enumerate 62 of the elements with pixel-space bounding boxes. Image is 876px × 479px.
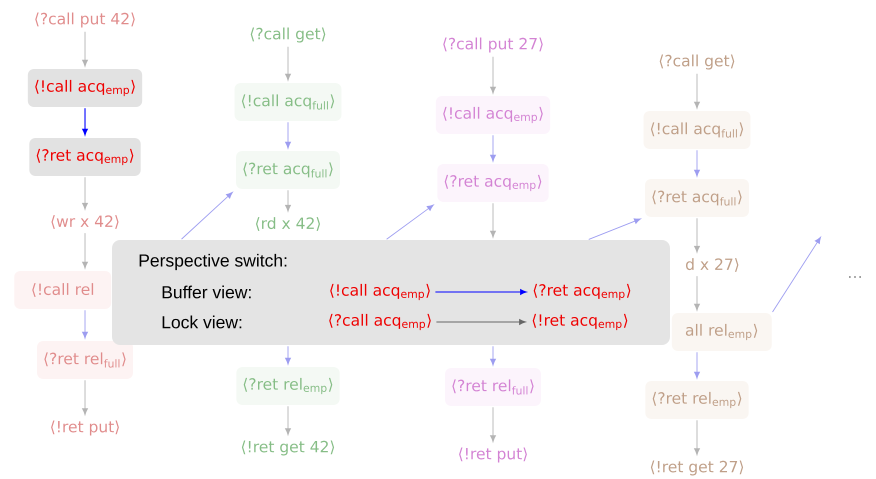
arrow	[82, 108, 88, 136]
event-box: ⟨!call acq$_{full}$⟩	[644, 111, 750, 149]
event-box: ⟨!call acq$_{emp}$⟩	[28, 69, 142, 107]
event-label: ⟨?call get⟩	[660, 54, 734, 70]
event-label: ⟨wr x 42⟩	[51, 215, 119, 229]
event-box: ⟨?ret acq$_{emp}$⟩	[437, 164, 549, 202]
event-box: ⟨?ret rel$_{emp}$⟩	[645, 381, 749, 419]
row-label: Lock view:	[162, 316, 242, 328]
arrow	[82, 176, 88, 210]
ellipsis-label: …	[849, 276, 861, 278]
event-label: ⟨!ret put⟩	[459, 448, 527, 462]
event-label: ⟨!ret acq$_{emp}$⟩	[532, 314, 628, 330]
arrow	[181, 192, 233, 240]
arrow	[694, 352, 700, 379]
arrow	[435, 289, 527, 295]
arrow	[490, 202, 496, 238]
arrow	[490, 134, 496, 162]
event-label: d x 27⟩	[686, 258, 738, 272]
event-label: ⟨!call acq$_{emp}$⟩	[330, 284, 430, 300]
event-label: ⟨?call get⟩	[250, 28, 326, 42]
event-box: all rel$_{emp}$⟩	[672, 313, 772, 351]
event-box: ⟨?ret acq$_{full}$⟩	[645, 179, 749, 217]
row-label: Buffer view:	[162, 286, 251, 298]
arrow	[82, 31, 88, 67]
arrow	[285, 190, 291, 212]
event-box: ⟨?ret rel$_{emp}$⟩	[236, 367, 340, 405]
arrow	[772, 236, 821, 312]
arrow	[694, 73, 700, 109]
event-box: ⟨?ret acq$_{full}$⟩	[236, 151, 340, 189]
arrow	[490, 346, 496, 366]
event-box: ⟨!call acq$_{full}$⟩	[234, 83, 342, 121]
event-label: ⟨?call put 42⟩	[35, 12, 135, 28]
event-label: ⟨!ret put⟩	[51, 420, 119, 436]
event-label: ⟨?call acq$_{emp}$⟩	[329, 314, 431, 330]
arrow	[82, 232, 88, 269]
event-box: ⟨?ret acq$_{emp}$⟩	[29, 138, 141, 176]
arrow	[694, 420, 700, 456]
arrow	[386, 204, 434, 240]
arrow	[285, 406, 291, 436]
event-label: ⟨rd x 42⟩	[256, 217, 320, 231]
arrow	[588, 218, 641, 240]
arrow	[285, 346, 291, 365]
arrow	[82, 380, 88, 416]
arrow	[82, 310, 88, 339]
event-label: ⟨!ret get 27⟩	[650, 460, 744, 476]
arrow	[285, 122, 291, 149]
arrow	[285, 46, 291, 81]
event-box: ⟨?ret rel$_{full}$⟩	[445, 368, 541, 406]
arrow	[490, 56, 496, 94]
panel-heading: Perspective switch:	[140, 254, 286, 270]
event-box: ⟨!call acq$_{emp}$⟩	[436, 96, 550, 134]
arrow	[490, 406, 496, 442]
event-label: ⟨!ret get 42⟩	[242, 440, 334, 456]
event-label: ⟨?ret acq$_{emp}$⟩	[534, 284, 630, 300]
arrow	[694, 218, 700, 253]
event-label: ⟨?call put 27⟩	[443, 38, 543, 52]
arrow	[694, 150, 700, 177]
event-box: ⟨!call rel	[14, 271, 112, 309]
callout-panel	[112, 240, 670, 345]
arrow	[436, 319, 526, 325]
event-box: ⟨?ret rel$_{full}$⟩	[37, 341, 133, 379]
arrow	[694, 276, 700, 311]
